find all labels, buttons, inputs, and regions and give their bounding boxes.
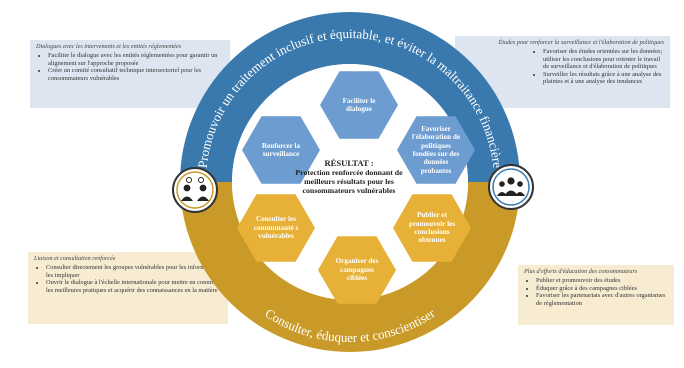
panel-title: Dialogues avec les intervenants et les e… [36, 43, 182, 50]
hexagon-6 [242, 116, 320, 184]
result-body: Protection renforcée donnant de meilleur… [295, 168, 403, 195]
hexagon-4 [318, 236, 396, 304]
panel-item: Surveiller les résultats grâce à une ana… [543, 71, 664, 86]
hexagon-2 [397, 116, 475, 184]
hexagon-label: Consulter les communauté s vulnérables [253, 215, 299, 241]
hexagon-1 [320, 71, 398, 139]
panel-list: Faciliter le dialogue avec les entités r… [36, 52, 224, 82]
panel-consumer-education: Plus d'efforts d'éducation des consommat… [518, 265, 674, 325]
panel-item: Consulter directement les groupes vulnér… [46, 264, 222, 279]
hexagon-label: Publier et promouvoir les conclusions ob… [408, 211, 456, 245]
panel-title: Plus d'efforts d'éducation des consommat… [524, 268, 638, 275]
panel-stakeholder-dialogue: Dialogues avec les intervenants et les e… [30, 40, 230, 108]
hexagon-label: Organiser des campagnes ciblées [335, 257, 379, 283]
panel-item: Favoriser des études orientées sur les d… [543, 48, 664, 71]
group-icon [488, 164, 534, 210]
panel-item: Favoriser les partenariats avec d'autres… [536, 292, 668, 307]
hexagon-label: Faciliter le dialogue [342, 96, 376, 113]
hexagon-5 [237, 194, 315, 262]
panel-item: Éduquer grâce à des campagnes ciblées [536, 285, 668, 293]
panel-list: Favoriser des études orientées sur les d… [531, 48, 664, 86]
panel-list: Publier et promouvoir des études Éduquer… [524, 277, 668, 307]
ring-bottom-arc [180, 182, 520, 352]
panel-item: Publier et promouvoir des études [536, 277, 668, 285]
hexagon-label: Renforcer la surveillance [261, 141, 301, 158]
hexagon-group [237, 71, 475, 304]
ring-top-arc [180, 12, 520, 182]
panel-item: Créer un comité consultatif technique in… [48, 67, 224, 82]
hexagon-3 [393, 194, 471, 262]
panel-item: Faciliter le dialogue avec les entités r… [48, 52, 224, 67]
hexagon-label: Favoriser l'élaboration de politiques fo… [411, 124, 461, 175]
panel-title: Liaison et consultation renforcée [34, 255, 116, 262]
people-dialogue-icon [172, 167, 218, 213]
panel-liaison-consultation: Liaison et consultation renforcée Consul… [28, 252, 228, 324]
panel-item: Ouvrir le dialogue à l'échelle internati… [46, 279, 222, 294]
panel-list: Consulter directement les groupes vulnér… [34, 264, 222, 294]
result-title: RÉSULTAT : [324, 158, 374, 168]
result-text: RÉSULTAT : Protection renforcée donnant … [293, 158, 405, 195]
panel-title: Études pour renforcer la surveillance et… [498, 39, 665, 46]
